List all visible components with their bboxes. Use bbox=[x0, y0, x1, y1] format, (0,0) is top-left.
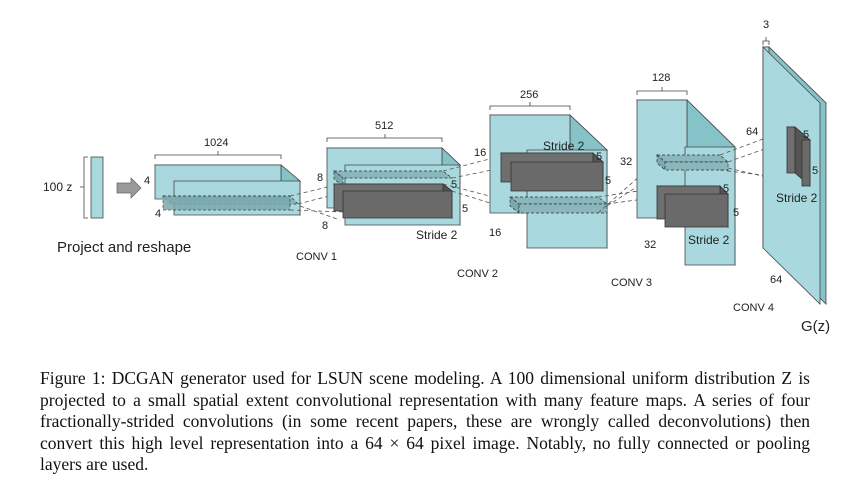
conv2-height-label: 16 bbox=[474, 147, 486, 159]
conv3-block bbox=[636, 99, 736, 266]
conv1-depth-label: 512 bbox=[375, 120, 393, 132]
conv4-depth-label: 3 bbox=[763, 19, 769, 31]
conv2-stride-label: Stride 2 bbox=[543, 139, 585, 153]
conv2-k2-label: 5 bbox=[605, 175, 611, 187]
conv3-width-label: 32 bbox=[644, 239, 656, 251]
output-label: G(z) bbox=[801, 318, 830, 335]
conv3-stride-label: Stride 2 bbox=[688, 233, 730, 247]
conv3-height-label: 32 bbox=[620, 156, 632, 168]
conv4-block bbox=[762, 46, 827, 305]
figure-caption: Figure 1: DCGAN generator used for LSUN … bbox=[40, 368, 810, 474]
conv2-k1-label: 5 bbox=[596, 151, 602, 163]
dcgan-diagram: 100 z Project and reshape 1024 4 4 bbox=[43, 19, 830, 335]
conv3-depth-label: 128 bbox=[652, 72, 670, 84]
conv4-stride-label: Stride 2 bbox=[776, 191, 818, 205]
conv1-block bbox=[325, 147, 462, 226]
conv4-width-label: 64 bbox=[770, 274, 782, 286]
conv1-width-label: 8 bbox=[322, 220, 328, 232]
conv1-stride-label: Stride 2 bbox=[416, 228, 458, 242]
conv3-k1-label: 5 bbox=[723, 183, 729, 195]
arrow-icon bbox=[116, 177, 142, 199]
conv1-height-label: 8 bbox=[317, 172, 323, 184]
conv4-k2-label: 5 bbox=[812, 165, 818, 177]
conv4-name-label: CONV 4 bbox=[733, 302, 774, 314]
conv3-name-label: CONV 3 bbox=[611, 277, 652, 289]
input-vector bbox=[80, 156, 104, 219]
project-block bbox=[153, 164, 302, 216]
conv2-depth-label: 256 bbox=[520, 89, 538, 101]
conv2-block bbox=[488, 114, 609, 249]
conv3-k2-label: 5 bbox=[733, 207, 739, 219]
project-reshape-label: Project and reshape bbox=[57, 239, 191, 256]
conv2-width-label: 16 bbox=[489, 227, 501, 239]
conv1-k1-label: 5 bbox=[451, 179, 457, 191]
project-width-label: 4 bbox=[155, 208, 161, 220]
conv2-name-label: CONV 2 bbox=[457, 268, 498, 280]
conv1-name-label: CONV 1 bbox=[296, 251, 337, 263]
conv1-k2-label: 5 bbox=[462, 203, 468, 215]
conv4-k1-label: 5 bbox=[803, 129, 809, 141]
conv4-height-label: 64 bbox=[746, 126, 758, 138]
project-depth-label: 1024 bbox=[204, 137, 228, 149]
input-size-label: 100 z bbox=[43, 180, 72, 194]
project-height-label: 4 bbox=[144, 175, 150, 187]
